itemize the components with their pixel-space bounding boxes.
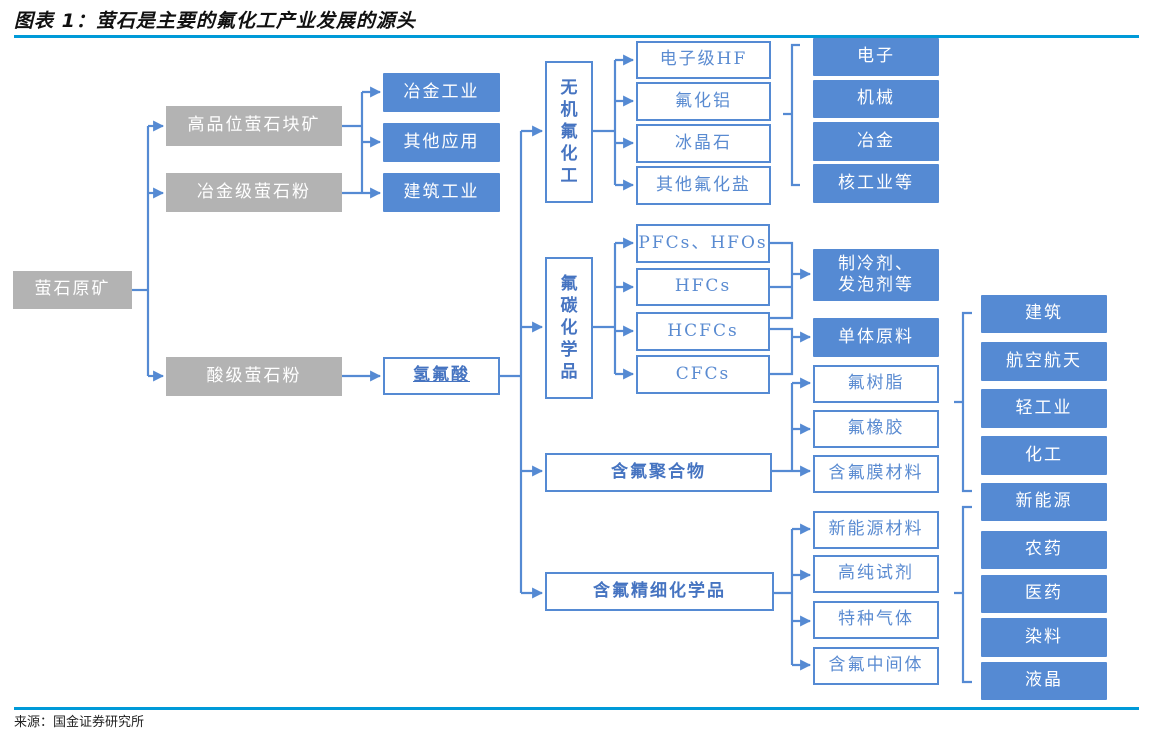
- figure-title: 图表 1：萤石是主要的氟化工产业发展的源头: [14, 10, 416, 32]
- fine-product: 高纯试剂: [813, 555, 939, 593]
- inorganic-use: 核工业等: [813, 164, 939, 203]
- fine-use: 染料: [981, 618, 1107, 657]
- connector-fc-monomer: [770, 327, 794, 376]
- node-fluoropolymer: 含氟聚合物: [545, 453, 772, 492]
- refrigerant-line-2: 发泡剂等: [838, 275, 914, 295]
- inorganic-product: 电子级HF: [636, 41, 771, 79]
- polymer-product: 氟橡胶: [813, 410, 939, 448]
- polymer-use: 轻工业: [981, 389, 1107, 428]
- fine-product: 新能源材料: [813, 511, 939, 549]
- polymer-product: 含氟膜材料: [813, 455, 939, 493]
- fluorocarbon-use-refrigerant: 制冷剂、 发泡剂等: [813, 249, 939, 301]
- vertical-char: 品: [560, 362, 578, 383]
- fluorocarbon-product: HFCs: [636, 268, 770, 306]
- node-construction-industry: 建筑工业: [383, 173, 500, 212]
- polymer-product: 氟树脂: [813, 365, 939, 403]
- vertical-char: 氟: [560, 121, 578, 142]
- source-note: 来源：国金证券研究所: [14, 715, 145, 730]
- fluorocarbon-product: CFCs: [636, 355, 770, 394]
- node-inorganic-fluoride: 无机氟化工: [545, 61, 593, 203]
- fine-use: 医药: [981, 575, 1107, 613]
- polymer-use: 化工: [981, 436, 1107, 475]
- brace-inorganic: [783, 43, 800, 187]
- vertical-char: 机: [560, 99, 578, 120]
- fluorocarbon-product: HCFCs: [636, 312, 770, 351]
- node-metallurgy-industry: 冶金工业: [383, 73, 500, 112]
- brace-polymer-uses: [954, 311, 972, 493]
- node-inorganic-fluoride-label: 无机氟化工: [561, 77, 578, 187]
- vertical-char: 工: [560, 166, 578, 187]
- node-fluorocarbon: 氟碳化学品: [545, 257, 593, 399]
- inorganic-product: 冰晶石: [636, 124, 771, 163]
- fluorocarbon-product: PFCs、HFOs: [636, 224, 770, 263]
- node-raw-ore: 萤石原矿: [13, 271, 132, 309]
- inorganic-product: 氟化铝: [636, 82, 771, 121]
- polymer-use: 新能源: [981, 483, 1107, 521]
- polymer-use: 建筑: [981, 295, 1107, 333]
- top-rule: [14, 35, 1139, 38]
- refrigerant-line-1: 制冷剂、: [838, 253, 914, 274]
- inorganic-use: 电子: [813, 38, 939, 76]
- fluorocarbon-use-monomer: 单体原料: [813, 318, 939, 357]
- connector-fc-refrigerant: [770, 241, 794, 320]
- vertical-char: 碳: [560, 295, 578, 316]
- fine-product: 特种气体: [813, 601, 939, 639]
- fine-product: 含氟中间体: [813, 647, 939, 685]
- vertical-char: 氟: [560, 273, 578, 294]
- node-fine-chemicals: 含氟精细化学品: [545, 572, 774, 611]
- inorganic-use: 机械: [813, 80, 939, 118]
- node-metallurgical-powder: 冶金级萤石粉: [166, 173, 342, 212]
- polymer-use: 航空航天: [981, 342, 1107, 381]
- fine-use: 农药: [981, 531, 1107, 569]
- vertical-char: 化: [560, 144, 578, 165]
- brace-fine-uses: [954, 505, 972, 684]
- vertical-char: 学: [560, 340, 578, 361]
- node-other-applications: 其他应用: [383, 123, 500, 162]
- node-high-grade-lump: 高品位萤石块矿: [166, 106, 342, 146]
- inorganic-use: 冶金: [813, 122, 939, 161]
- vertical-char: 化: [560, 317, 578, 338]
- node-acid-powder: 酸级萤石粉: [166, 357, 342, 396]
- node-fluorocarbon-label: 氟碳化学品: [561, 273, 578, 383]
- fine-use: 液晶: [981, 662, 1107, 700]
- node-hydrofluoric-acid: 氢氟酸: [383, 357, 500, 395]
- bottom-rule: [14, 707, 1139, 710]
- vertical-char: 无: [560, 77, 578, 98]
- inorganic-product: 其他氟化盐: [636, 166, 771, 205]
